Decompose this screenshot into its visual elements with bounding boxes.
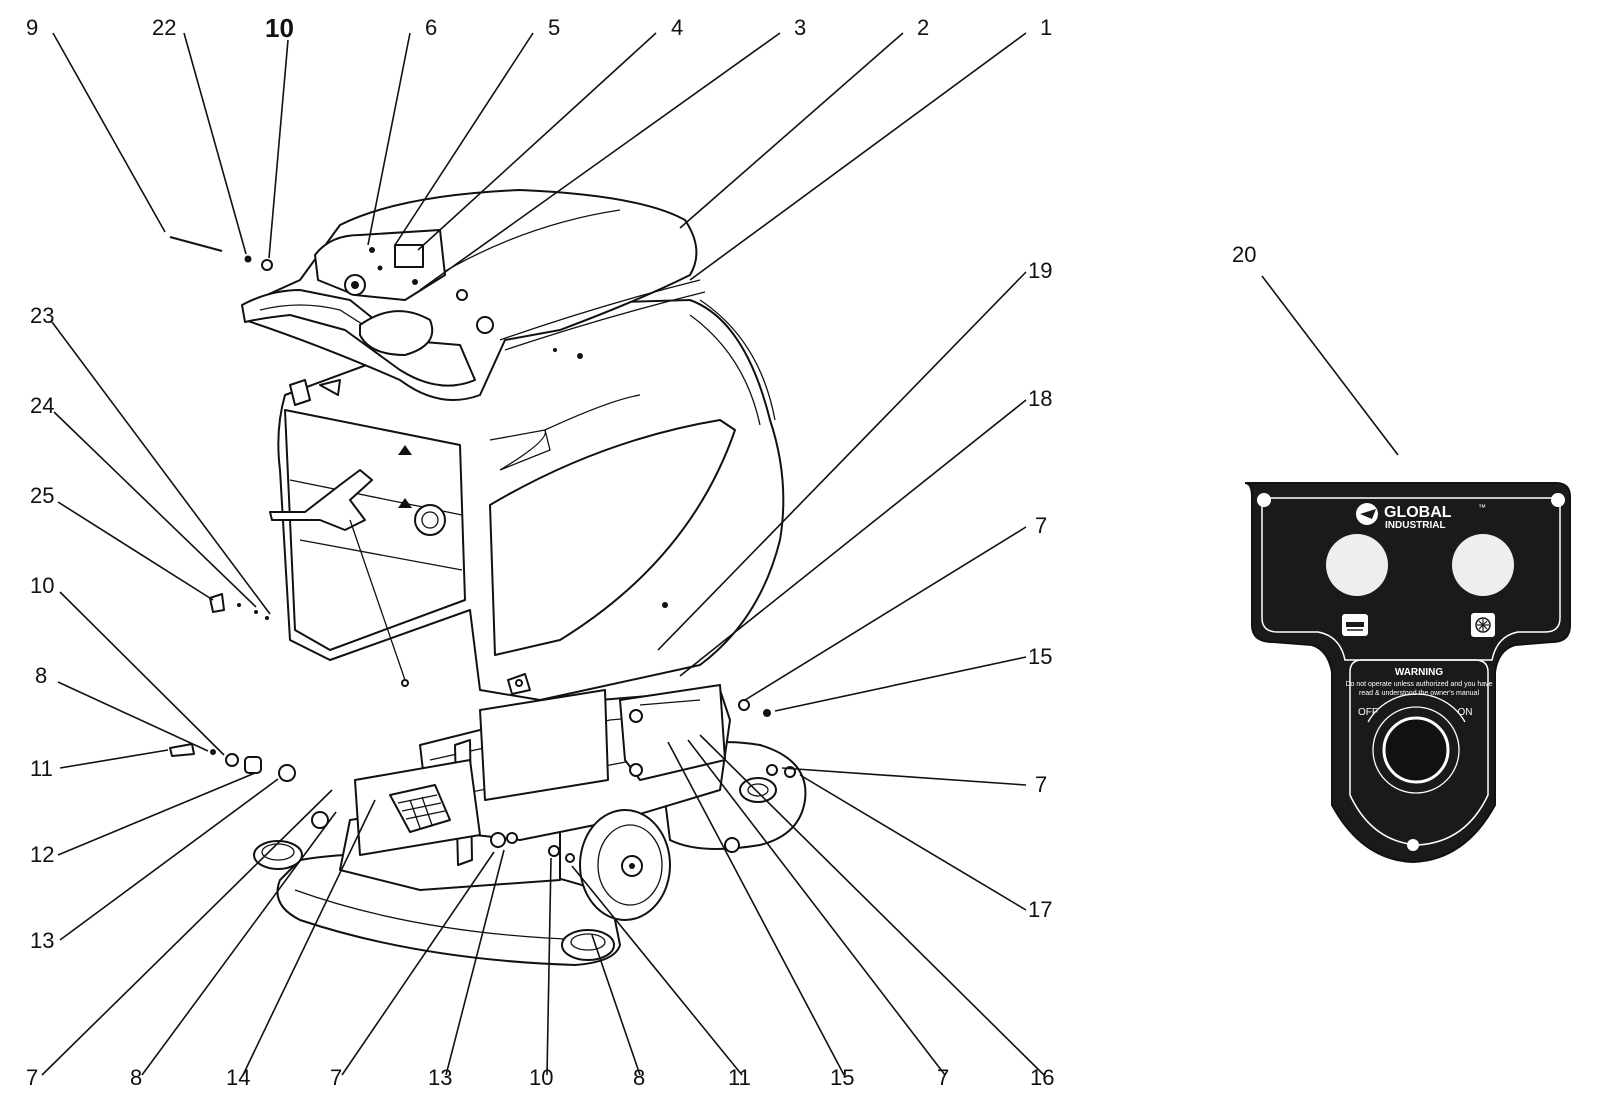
control-panel-decal: GLOBAL ™ INDUSTRIAL WARNING Do not opera…	[1244, 482, 1571, 864]
cup-holder	[359, 310, 434, 356]
callout-8-left: 8	[35, 663, 47, 688]
brush-deck-icon	[1342, 614, 1368, 636]
brand-line1: GLOBAL	[1384, 504, 1452, 521]
callout-22: 22	[152, 15, 176, 40]
callout-15-b: 15	[830, 1065, 854, 1090]
callout-13-b: 13	[428, 1065, 452, 1090]
callout-9: 9	[26, 15, 38, 40]
scrubber-machine	[169, 189, 807, 966]
callout-8-b2: 8	[633, 1065, 645, 1090]
caster-wheel-left	[253, 840, 303, 870]
adjust-knob	[414, 504, 446, 536]
callout-5: 5	[548, 15, 560, 40]
vacuum-fan-icon	[1471, 613, 1495, 637]
tank-side-swoosh	[489, 419, 736, 656]
callout-25: 25	[30, 483, 54, 508]
off-label: OFF	[1358, 707, 1378, 718]
warning-line1: Do not operate unless authorized and you…	[1345, 681, 1492, 688]
vacuum-button[interactable]	[1452, 534, 1514, 596]
callout-10-left: 10	[30, 573, 54, 598]
callout-2: 2	[917, 15, 929, 40]
warning-title: WARNING	[1395, 667, 1444, 678]
callout-11-left: 11	[30, 756, 53, 781]
handlebar	[241, 289, 476, 387]
callout-7-b1: 7	[26, 1065, 38, 1090]
callout-13-left: 13	[30, 928, 54, 953]
callout-7-r2: 7	[1035, 772, 1047, 797]
foot-pedal	[389, 784, 451, 833]
callout-18: 18	[1028, 386, 1052, 411]
callout-8-b1: 8	[130, 1065, 142, 1090]
callout-15-r: 15	[1028, 644, 1052, 669]
leader-lines	[41, 32, 1399, 1076]
hinge-pin	[169, 236, 223, 252]
battery-box	[479, 689, 609, 801]
control-lever	[269, 469, 373, 531]
callout-24: 24	[30, 393, 54, 418]
brand-trademark: ™	[1478, 503, 1486, 512]
callout-10-b: 10	[529, 1065, 553, 1090]
callout-7-r1: 7	[1035, 513, 1047, 538]
key-switch-hole[interactable]	[1382, 716, 1450, 784]
callout-6: 6	[425, 15, 437, 40]
on-label: ON	[1458, 707, 1473, 718]
callout-23: 23	[30, 303, 54, 328]
callout-11-b: 11	[728, 1065, 751, 1090]
callout-17: 17	[1028, 897, 1052, 922]
callout-7-b3: 7	[937, 1065, 949, 1090]
brand-line2: INDUSTRIAL	[1385, 520, 1446, 531]
callouts: 9 22 10 6 5 4 3 2 1 23 24 25 10 8 11 12 …	[26, 13, 1256, 1090]
callout-12: 12	[30, 842, 54, 867]
callout-7-b2: 7	[330, 1065, 342, 1090]
brush-button[interactable]	[1326, 534, 1388, 596]
callout-19: 19	[1028, 258, 1052, 283]
callout-3: 3	[794, 15, 806, 40]
callout-14: 14	[226, 1065, 250, 1090]
callout-20: 20	[1232, 242, 1256, 267]
callout-1: 1	[1040, 15, 1052, 40]
tank-front-panel	[284, 409, 466, 651]
callout-16: 16	[1030, 1065, 1054, 1090]
callout-10-top: 10	[265, 13, 294, 43]
callout-4: 4	[671, 15, 683, 40]
